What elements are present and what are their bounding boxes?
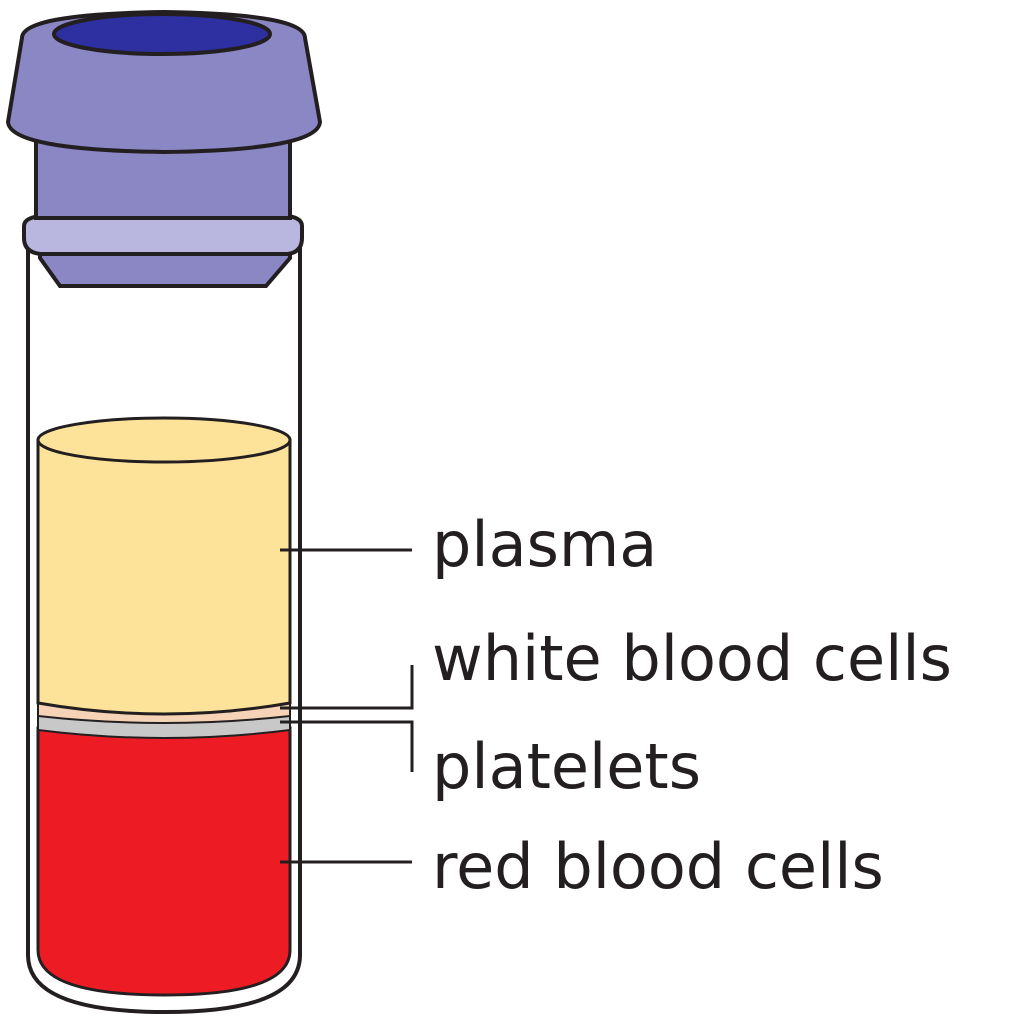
red-blood-cells-layer	[36, 726, 292, 997]
tube-cap	[5, 9, 323, 288]
cap-rim	[22, 214, 304, 256]
red-blood-cells-fill	[36, 726, 292, 997]
leader-lines	[280, 548, 414, 864]
plasma-surface	[36, 416, 292, 464]
plasma-layer	[36, 416, 292, 716]
red-blood-cells-label: red blood cells	[432, 830, 884, 903]
white-blood-cells-label: white blood cells	[432, 622, 952, 695]
platelets-leader-line	[280, 720, 414, 772]
platelets-label: platelets	[432, 730, 701, 803]
plasma-label: plasma	[432, 508, 657, 581]
labels: plasma white blood cells platelets red b…	[432, 508, 952, 903]
plasma-fill	[36, 438, 292, 716]
cap-opening	[52, 12, 272, 56]
white-blood-cells-leader-line	[280, 665, 414, 710]
